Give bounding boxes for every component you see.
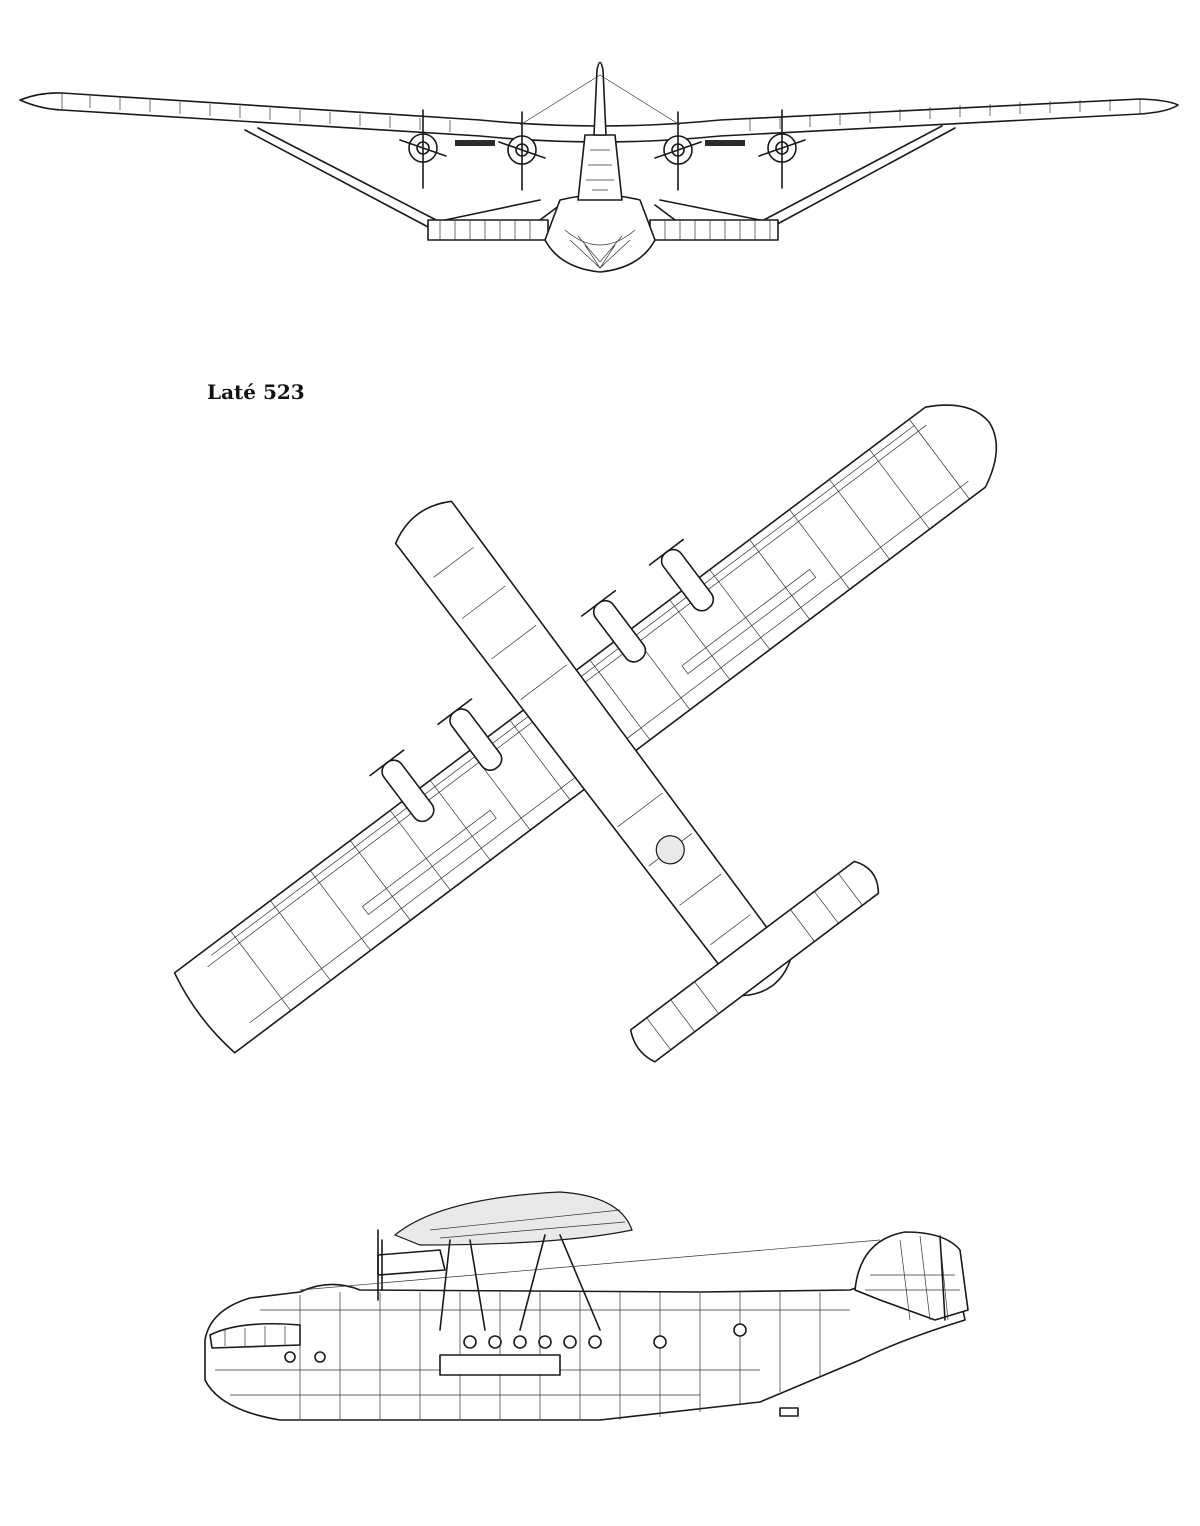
plan-view — [173, 404, 998, 1063]
side-view — [204, 1191, 969, 1421]
front-view — [19, 61, 1179, 273]
drawing-title: Laté 523 — [207, 380, 305, 404]
